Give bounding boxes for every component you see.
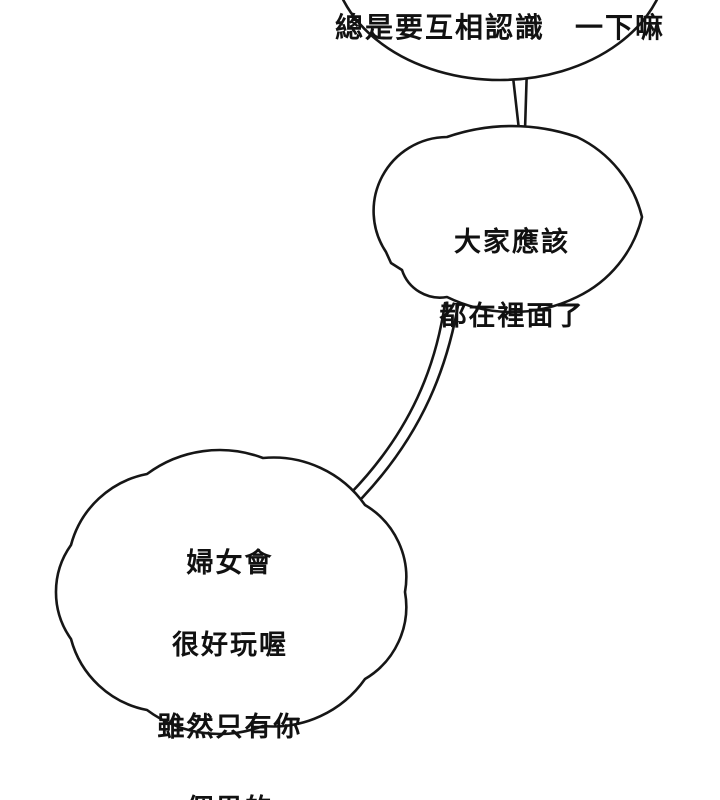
middle-speech-line: 大家應該 (454, 227, 570, 257)
top-speech-bubble-outline (341, 0, 659, 82)
bottom-speech-line: 一個男的… (68, 789, 392, 800)
bottom-speech-line: 婦女會 (186, 548, 274, 578)
top-speech-text: 總是要互相認識 一下嘛 (290, 0, 710, 43)
bottom-speech-text: 婦女會 很好玩喔 雖然只有你 一個男的… (68, 502, 392, 800)
bubble-tail-middle-to-bottom (348, 298, 461, 500)
bottom-speech-line: 很好玩喔 (172, 630, 288, 660)
middle-speech-bubble-outline (372, 124, 644, 314)
bottom-speech-line: 雖然只有你 (157, 712, 303, 742)
top-speech-line: 總是要互相認識 一下嘛 (334, 12, 665, 43)
bottom-speech-bubble-outline (54, 448, 408, 736)
middle-speech-line: 都在裡面了 (439, 301, 585, 331)
middle-speech-text: 大家應該 都在裡面了 (372, 187, 652, 372)
